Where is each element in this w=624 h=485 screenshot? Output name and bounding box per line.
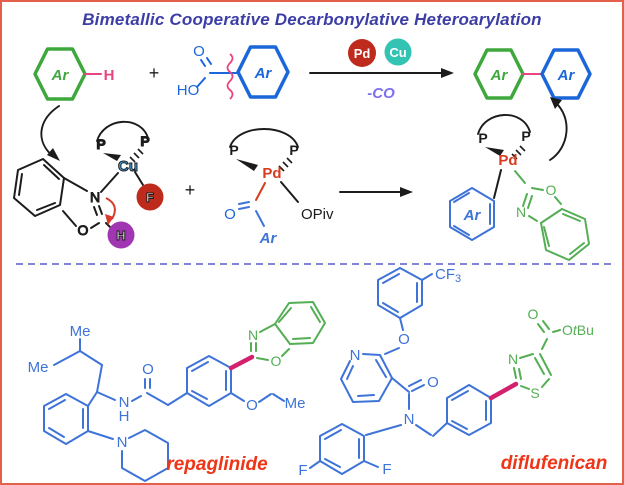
ar-label: Ar [463,207,482,224]
benzoxazole-n-label: N [516,204,526,220]
pd-acyl-complex: P P Pd OPiv O Ar [224,128,334,247]
repaglinide-skeleton [43,338,285,482]
acyl-ar-label: Ar [259,230,278,247]
aryl-ring [449,187,495,241]
pd-badge-label: Pd [354,46,371,61]
me-label: Me [285,395,306,412]
p-left-label: P [96,136,105,152]
benzoxazole-n-label: N [248,327,258,343]
squiggle-bond [226,53,234,100]
wedge-bond [236,159,258,171]
diflufenican-structure: CF3 O N O N F F N S O OtBu diflufenican [298,266,607,479]
curved-arrow-left [40,105,60,158]
cu-badge-label: Cu [389,45,406,60]
benzoxazole-o-label: O [271,353,282,369]
biaryl-product: Ar Ar [473,48,592,100]
wedge-bond [103,153,121,161]
h-label: H [116,228,125,243]
opiv-label: OPiv [301,206,334,223]
minus-co-label: -CO [367,85,395,102]
otbu-label: OtBu [562,322,594,338]
wedge-bond [485,147,504,156]
reaction-row: Ar H + O HO Ar Pd [33,38,592,102]
f-label: F [146,190,154,205]
pd-badge [348,39,376,67]
oxazole-o-label: O [78,222,89,238]
pd-acyl-bond [255,182,266,201]
ether-o-label: O [246,397,258,414]
svg-text:P: P [229,142,238,158]
repaglinide-structure: Me Me O N H N O Me N O repaglinide [28,301,326,482]
thiazole-n-label: N [508,351,518,367]
pd-aryl-bond [493,169,502,199]
svg-text:Ar: Ar [557,67,576,84]
ar-label: Ar [254,65,273,82]
cu-badge [384,38,412,66]
pyridine-n-label: N [350,347,361,364]
svg-text:P: P [289,142,298,158]
plus-sign: + [185,180,196,200]
pd-label: Pd [498,152,517,169]
svg-text:P: P [521,128,530,144]
hash-bond [129,148,144,163]
acid-reactant: O HO Ar [177,43,290,100]
amide-n-label: N [119,394,130,411]
repaglinide-benzoxazole [250,301,326,361]
scheme-title: Bimetallic Cooperative Decarbonylative H… [82,10,542,29]
carbonyl-o-label: O [142,361,154,378]
reaction-conditions: Pd Cu -CO [309,38,454,102]
cf3-label: CF3 [435,266,461,285]
oxazole-n-label: N [90,189,100,205]
h-badge [107,221,135,249]
cu-f-bond [134,171,144,186]
pd-heteroaryl-bond [514,170,526,184]
repaglinide-name: repaglinide [166,454,268,475]
pd-aryl-complex: P P Pd Ar [449,114,590,261]
carbonyl-o-label: O [427,374,439,391]
blue-aryl-hexagon [236,45,290,99]
ar-label: Ar [51,67,70,84]
cu-complex: N O Cu P P F H [13,120,164,249]
f-badge [136,183,164,211]
piperidine-n-label: N [117,434,128,451]
acyl-o-label: O [224,206,236,223]
amide-n-label: N [404,411,415,428]
cu-label: Cu [118,158,138,175]
f-label: F [382,461,391,478]
n-cu-bond [100,172,119,193]
new-bond-highlight [228,354,255,371]
hash-bond [278,157,293,172]
svg-text:Ar: Ar [490,67,509,84]
p-right-label: P [140,133,149,149]
p-p-bridge [229,128,299,148]
plus-sign: + [149,63,160,83]
carbonyl-o-label: O [193,43,205,60]
h-label: H [104,67,115,84]
pd-label: Pd [262,165,281,182]
ho-label: HO [177,82,200,99]
diflufenican-skeleton [309,267,492,475]
benzo-ring [13,158,65,217]
ether-o-label: O [398,331,410,348]
f-label: F [298,462,307,479]
me-label: Me [28,359,49,376]
diflufenican-name: diflufenican [501,453,608,474]
hash-bond [511,145,526,160]
aryl-h-reactant: Ar H [33,47,115,101]
benzoxazole-o-label: O [546,182,557,198]
p-p-bridge [477,114,531,135]
ester-o-label: O [528,306,539,322]
mechanism-row: N O Cu P P F H [13,97,590,261]
amide-h-label: H [119,408,130,425]
diflufenican-thiazole [513,320,561,390]
new-bond-highlight [488,381,519,401]
svg-text:P: P [478,130,487,146]
curved-arrow-right [549,101,568,161]
p-p-bridge [96,120,149,142]
benzoxazolyl-group [522,187,590,261]
thiazole-s-label: S [530,385,539,401]
me-label: Me [70,323,91,340]
